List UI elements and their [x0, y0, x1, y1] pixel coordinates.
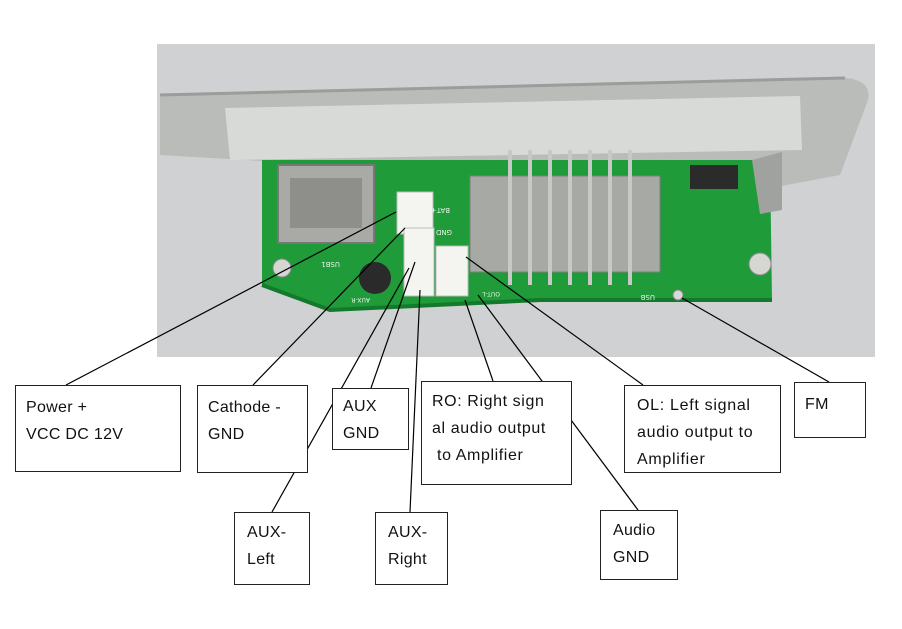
label-ol: OL: Left signal audio output to Amplifie… — [624, 385, 781, 473]
silk-bat: BAT+ — [431, 206, 450, 214]
screw-right — [748, 252, 772, 276]
faceplate-inner — [225, 96, 802, 160]
leader-aux-right — [409, 289, 421, 513]
leader-ol — [465, 256, 644, 386]
pcb-edge — [261, 283, 772, 313]
label-ol-line-1: OL: Left signal — [637, 397, 751, 414]
label-ol-line-2: audio output to — [637, 424, 754, 441]
label-aux-right-line-1: AUX- — [388, 524, 428, 541]
label-aux-left: AUX- Left — [234, 512, 310, 585]
label-aux-gnd-line-1: AUX — [343, 398, 377, 415]
screw-left — [272, 258, 292, 278]
leader-ro — [464, 299, 494, 382]
label-ro-line-3: to Amplifier — [432, 447, 524, 464]
label-audio-gnd-line-2: GND — [613, 549, 650, 566]
pin-header — [508, 150, 632, 285]
right-bracket — [752, 152, 782, 214]
label-cathode-line-1: Cathode - — [208, 399, 281, 416]
leader-aux-gnd — [370, 261, 416, 389]
leader-fm — [681, 297, 830, 383]
label-power-line-2: VCC DC 12V — [26, 426, 124, 443]
usb-port-inner — [290, 178, 362, 228]
connector-aux — [403, 227, 435, 297]
label-aux-right-line-2: Right — [388, 551, 427, 568]
label-audio-gnd: Audio GND — [600, 510, 678, 580]
silk-aux: AUX-R — [351, 296, 370, 303]
label-power: Power + VCC DC 12V — [15, 385, 181, 472]
label-power-line-1: Power + — [26, 399, 88, 416]
label-aux-left-line-1: AUX- — [247, 524, 287, 541]
silk-usb: USB — [640, 293, 655, 301]
label-ro: RO: Right sign al audio output to Amplif… — [421, 381, 572, 485]
connector-out — [435, 245, 469, 297]
silk-gnd: GND — [436, 228, 452, 236]
silk-usb1: USB1 — [321, 260, 340, 268]
label-aux-left-line-2: Left — [247, 551, 275, 568]
label-cathode: Cathode - GND — [197, 385, 308, 473]
connector-bat — [396, 191, 434, 235]
capacitor — [359, 262, 391, 294]
faceplate-rim — [159, 76, 846, 97]
label-ol-line-3: Amplifier — [637, 451, 706, 468]
label-aux-gnd-line-2: GND — [343, 425, 380, 442]
label-ro-line-2: al audio output — [432, 420, 546, 437]
silk-out: OUT-L — [482, 290, 500, 297]
fm-antenna-pad — [672, 289, 684, 301]
label-aux-right: AUX- Right — [375, 512, 448, 585]
label-ro-line-1: RO: Right sign — [432, 393, 545, 410]
leader-cathode — [252, 227, 406, 386]
leader-power — [65, 211, 397, 386]
label-fm: FM — [794, 382, 866, 438]
label-fm-line-1: FM — [805, 396, 829, 413]
label-cathode-line-2: GND — [208, 426, 245, 443]
label-audio-gnd-line-1: Audio — [613, 522, 656, 539]
component-top-right — [690, 165, 738, 189]
label-aux-gnd: AUX GND — [332, 388, 409, 450]
